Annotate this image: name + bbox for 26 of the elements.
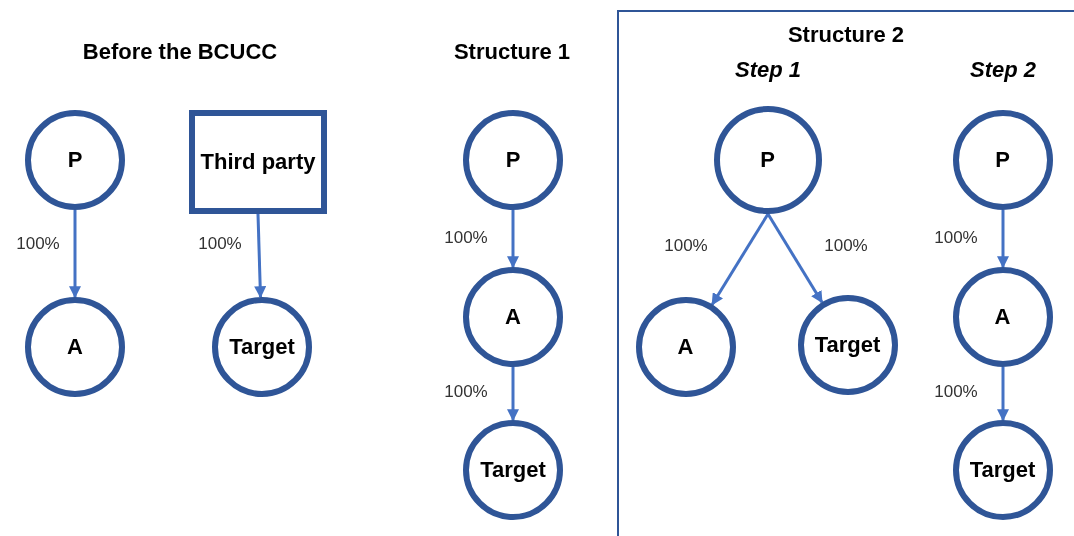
circle-node: P: [463, 110, 563, 210]
arrow: [710, 213, 770, 306]
circle-node: A: [952, 267, 1053, 367]
circle-node: Target: [212, 297, 312, 397]
circle-node: P: [25, 110, 125, 210]
column-heading: Before the BCUCC: [82, 39, 278, 65]
arrow: [997, 210, 1009, 269]
circle-node: P: [713, 106, 822, 214]
circle-node: Target: [463, 420, 563, 520]
arrow: [254, 213, 267, 299]
column-heading: Structure 1: [453, 39, 571, 65]
circle-node: Target: [952, 420, 1053, 520]
panel-heading: Structure 2: [787, 22, 905, 48]
process-box: Third party: [189, 110, 327, 214]
arrow: [507, 210, 519, 269]
circle-node: Target: [797, 295, 898, 395]
arrow: [507, 367, 519, 422]
arrow: [69, 210, 81, 299]
arrow: [766, 213, 824, 304]
circle-node: A: [635, 297, 736, 397]
step-label: Step 1: [735, 57, 801, 83]
step-label: Step 2: [970, 57, 1036, 83]
circle-node: A: [463, 267, 563, 367]
arrow: [997, 367, 1009, 422]
circle-node: A: [25, 297, 125, 397]
circle-node: P: [952, 110, 1053, 210]
